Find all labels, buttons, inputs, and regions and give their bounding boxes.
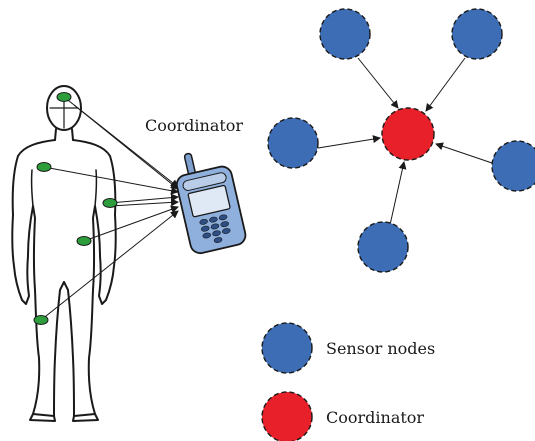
mobile-phone-icon xyxy=(175,152,247,255)
arm-sensor xyxy=(102,198,118,208)
hand-sensor xyxy=(76,236,92,246)
network-arrows xyxy=(317,57,493,226)
arrow-node-top-right xyxy=(425,57,466,112)
body-right-contour xyxy=(63,139,117,417)
arrow-node-right xyxy=(435,142,493,164)
coordinator-label: Coordinator xyxy=(145,116,244,135)
arrow-arm-sensor xyxy=(109,193,179,204)
coordinator-node xyxy=(381,107,435,161)
body-to-phone-arrows xyxy=(40,96,179,321)
legend-coordinator-symbol xyxy=(261,391,313,441)
leg-sensor xyxy=(33,315,49,325)
arrow-leg-sensor xyxy=(40,210,179,321)
arrow-node-top-left xyxy=(357,57,399,109)
sensor-node-bottom xyxy=(357,221,409,273)
sensor-node-right xyxy=(491,140,535,192)
arrow-arm-sensor-2 xyxy=(109,198,179,207)
body-left-contour xyxy=(11,139,65,417)
legend-sensor-label: Sensor nodes xyxy=(326,339,436,358)
head-outline xyxy=(46,85,82,131)
head-sensor xyxy=(56,92,72,102)
arrow-head-sensor-2 xyxy=(73,104,179,190)
arrow-hand-sensor xyxy=(83,205,179,242)
legend-symbols xyxy=(261,322,313,441)
sensor-node-top-left xyxy=(319,8,371,60)
body-sensors xyxy=(33,92,118,325)
legend-sensor-symbol xyxy=(261,322,313,374)
arrow-chest-sensor xyxy=(43,166,179,195)
sensor-node-top-right xyxy=(451,8,503,60)
arrow-node-left xyxy=(317,135,381,149)
chest-sensor xyxy=(36,162,52,172)
human-body-figure xyxy=(11,85,117,422)
sensor-node-left xyxy=(267,117,319,169)
legend-coordinator-label: Coordinator xyxy=(326,408,425,427)
arrow-node-bottom xyxy=(389,161,407,226)
sensor-nodes xyxy=(267,8,535,273)
